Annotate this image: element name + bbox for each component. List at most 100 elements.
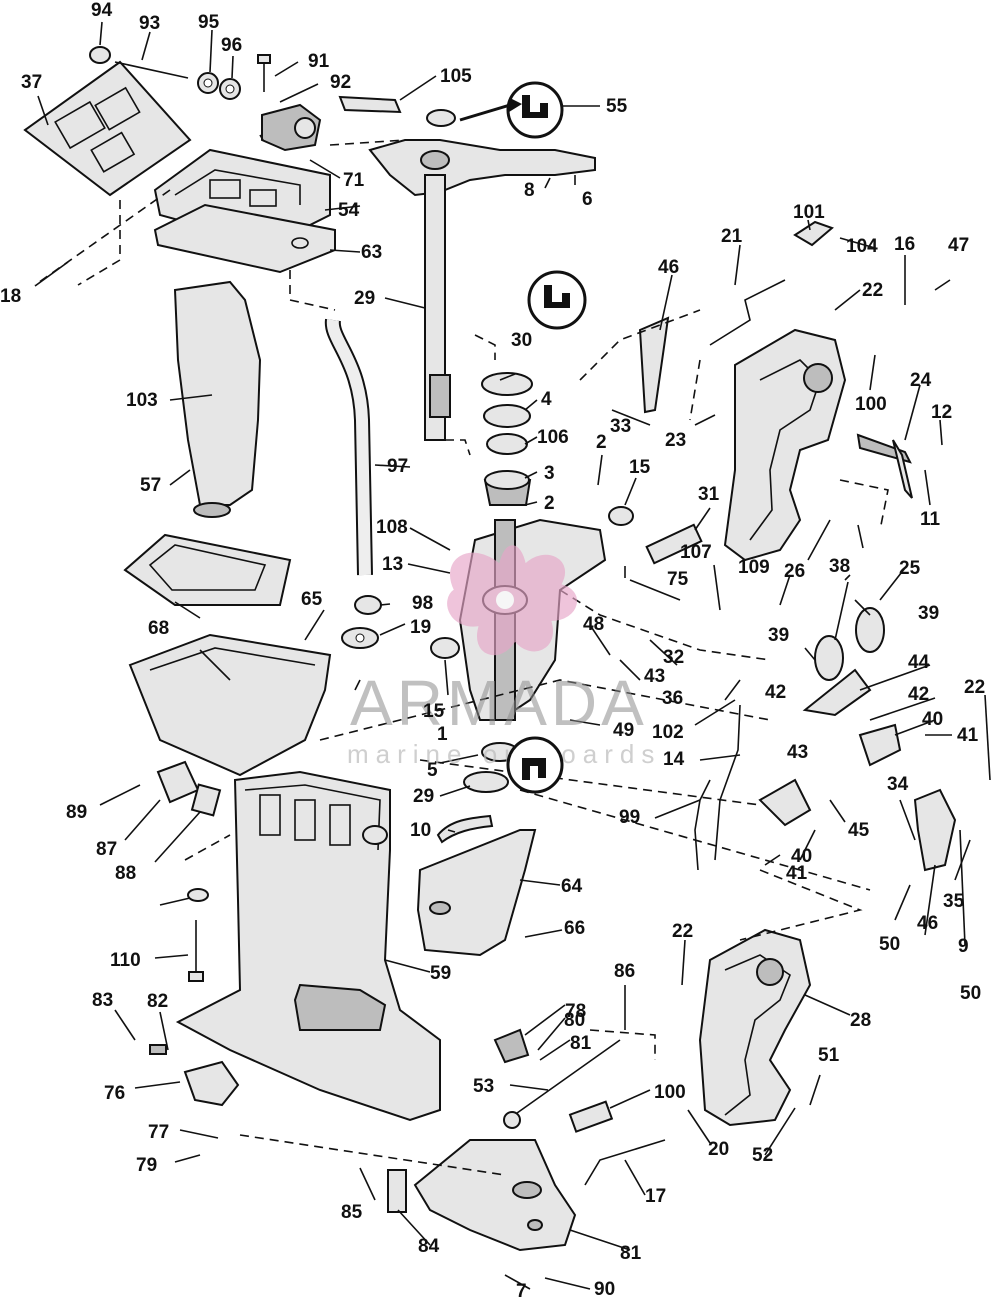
- callout-93: 96: [221, 35, 242, 56]
- callout-17: 17: [645, 1186, 666, 1207]
- callout-33: 32: [663, 647, 684, 668]
- callout-34: 33: [610, 416, 631, 437]
- callout-22-lower: 22: [672, 921, 693, 942]
- callout-30: 30: [511, 330, 532, 351]
- callout-42-lower: 41: [786, 863, 808, 884]
- lubricant-icon-middle: [527, 270, 587, 330]
- callout-12: 12: [931, 402, 952, 423]
- callout-101: 104: [846, 236, 878, 257]
- callout-104: 107: [680, 542, 712, 563]
- callout-64: 64: [561, 876, 583, 897]
- callout-90: 93: [139, 13, 160, 34]
- callout-42-right: 41: [957, 725, 979, 746]
- callout-40-right: 39: [918, 603, 939, 624]
- cover-59: [173, 280, 262, 506]
- watermark-logo: [447, 545, 577, 656]
- steering-arm: [368, 139, 596, 197]
- callout-88: 91: [308, 51, 330, 72]
- callout-72: 76: [104, 1083, 125, 1104]
- callout-49: 47: [948, 235, 969, 256]
- callout-31: 29: [413, 786, 434, 807]
- callout-29: 29: [354, 288, 375, 309]
- seal-68: [123, 533, 292, 606]
- callout-48: 46: [658, 257, 679, 278]
- callout-57: 55: [606, 96, 628, 117]
- callout-6: 6: [582, 189, 593, 210]
- callout-32: 31: [698, 484, 720, 505]
- callout-15-upper: 15: [629, 457, 651, 478]
- callout-107: 110: [110, 950, 141, 971]
- callout-68: 68: [148, 618, 169, 639]
- callout-3: 3: [544, 463, 555, 484]
- callout-19: 19: [410, 617, 431, 638]
- shield-64: [416, 829, 537, 957]
- callout-2-lower: 2: [544, 493, 555, 514]
- callout-26: 26: [784, 561, 805, 582]
- callout-35: 34: [887, 774, 909, 795]
- exhaust-housing: [175, 770, 441, 1122]
- callout-103: 106: [537, 427, 569, 448]
- callout-46: 45: [848, 820, 870, 841]
- callout-97-upper: 100: [855, 394, 887, 415]
- callout-44-center: 43: [644, 666, 665, 687]
- callout-80: 83: [92, 990, 113, 1011]
- callout-82: 85: [341, 1202, 363, 1223]
- callout-70: 71: [343, 170, 365, 191]
- callout-41-right: 40: [922, 709, 943, 730]
- callout-96: 99: [619, 807, 640, 828]
- callout-55: 53: [473, 1076, 494, 1097]
- callout-5: 5: [427, 760, 438, 781]
- callout-8: 8: [524, 180, 535, 201]
- callout-15-lower: 15: [423, 701, 445, 722]
- callout-38: 37: [21, 72, 42, 93]
- callout-65: 65: [301, 589, 323, 610]
- callout-98: 101: [793, 202, 825, 223]
- callout-61: 59: [430, 963, 451, 984]
- callout-75: 79: [136, 1155, 157, 1176]
- callout-52-lower: 50: [879, 934, 900, 955]
- callout-99: 102: [652, 722, 684, 743]
- callout-53: 51: [818, 1045, 840, 1066]
- callout-83: 86: [614, 961, 635, 982]
- callout-84: 87: [96, 839, 117, 860]
- watermark-tagline: marine outboards: [347, 739, 661, 769]
- stern-bracket-28: [698, 928, 812, 1127]
- callout-9: 9: [958, 936, 969, 957]
- callout-40-left: 39: [768, 625, 789, 646]
- callout-7: 7: [516, 1281, 527, 1302]
- callout-97-lower: 100: [654, 1082, 686, 1103]
- callout-52-right: 50: [960, 983, 981, 1004]
- lower-pan-65: [128, 633, 332, 777]
- callout-102: 105: [440, 66, 472, 87]
- callout-44-right: 43: [787, 742, 808, 763]
- callout-22-upper: 22: [862, 280, 883, 301]
- lower-unit: [413, 1139, 577, 1252]
- lubricant-icon-bottom: [506, 736, 564, 794]
- callout-43-right: 42: [908, 684, 929, 705]
- callout-100: 103: [126, 390, 158, 411]
- callout-23: 23: [665, 430, 686, 451]
- callout-73: 77: [148, 1122, 169, 1143]
- callout-89: 92: [330, 72, 351, 93]
- callout-63: 63: [361, 242, 382, 263]
- callout-81: 84: [418, 1236, 440, 1257]
- callout-95: 98: [412, 593, 433, 614]
- callout-37: 36: [662, 688, 683, 709]
- bracket-72: [183, 1060, 240, 1107]
- callout-24: 24: [910, 370, 932, 391]
- seal-91: [89, 46, 111, 64]
- callout-79: 82: [147, 991, 168, 1012]
- callout-85: 88: [115, 863, 136, 884]
- exhaust-gasket: [23, 60, 192, 197]
- parts-layer: [23, 46, 957, 1252]
- callout-86: 89: [66, 802, 87, 823]
- callout-66: 66: [564, 918, 585, 939]
- callout-51: 49: [613, 720, 634, 741]
- callout-87: 90: [594, 1279, 615, 1300]
- watermark: ARMADA marine outboards: [347, 545, 661, 769]
- callout-13: 13: [382, 554, 403, 575]
- callout-25: 25: [899, 558, 921, 579]
